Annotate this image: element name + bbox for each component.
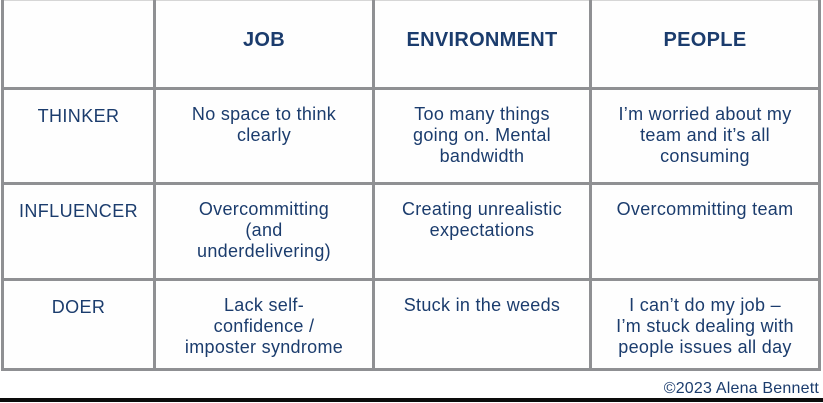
row-label-influencer: INFLUENCER [1,182,156,281]
column-header-environment: ENVIRONMENT [372,0,592,90]
cell-thinker-people: I’m worried about my team and it’s all c… [589,87,821,185]
cell-doer-environment: Stuck in the weeds [372,278,592,371]
row-thinker: THINKER No space to think clearly Too ma… [1,87,821,185]
copyright-credit: ©2023 Alena Bennett [663,380,819,397]
priority-matrix-table: JOB ENVIRONMENT PEOPLE THINKER No space … [1,0,821,371]
cell-influencer-environment: Creating unrealistic expectations [372,182,592,281]
row-label-doer: DOER [1,278,156,371]
cell-influencer-people: Overcommitting team [589,182,821,281]
column-header-job: JOB [153,0,375,90]
cell-doer-job: Lack self- confidence / imposter syndrom… [153,278,375,371]
row-doer: DOER Lack self- confidence / imposter sy… [1,278,821,371]
header-row: JOB ENVIRONMENT PEOPLE [1,0,821,90]
column-header-people: PEOPLE [589,0,821,90]
cell-influencer-job: Overcommitting (and underdelivering) [153,182,375,281]
row-label-thinker: THINKER [1,87,156,185]
cell-thinker-environment: Too many things going on. Mental bandwid… [372,87,592,185]
cell-thinker-job: No space to think clearly [153,87,375,185]
cell-doer-people: I can’t do my job – I’m stuck dealing wi… [589,278,821,371]
bottom-divider-bar [0,398,823,402]
corner-cell [1,0,156,90]
row-influencer: INFLUENCER Overcommitting (and underdeli… [1,182,821,281]
